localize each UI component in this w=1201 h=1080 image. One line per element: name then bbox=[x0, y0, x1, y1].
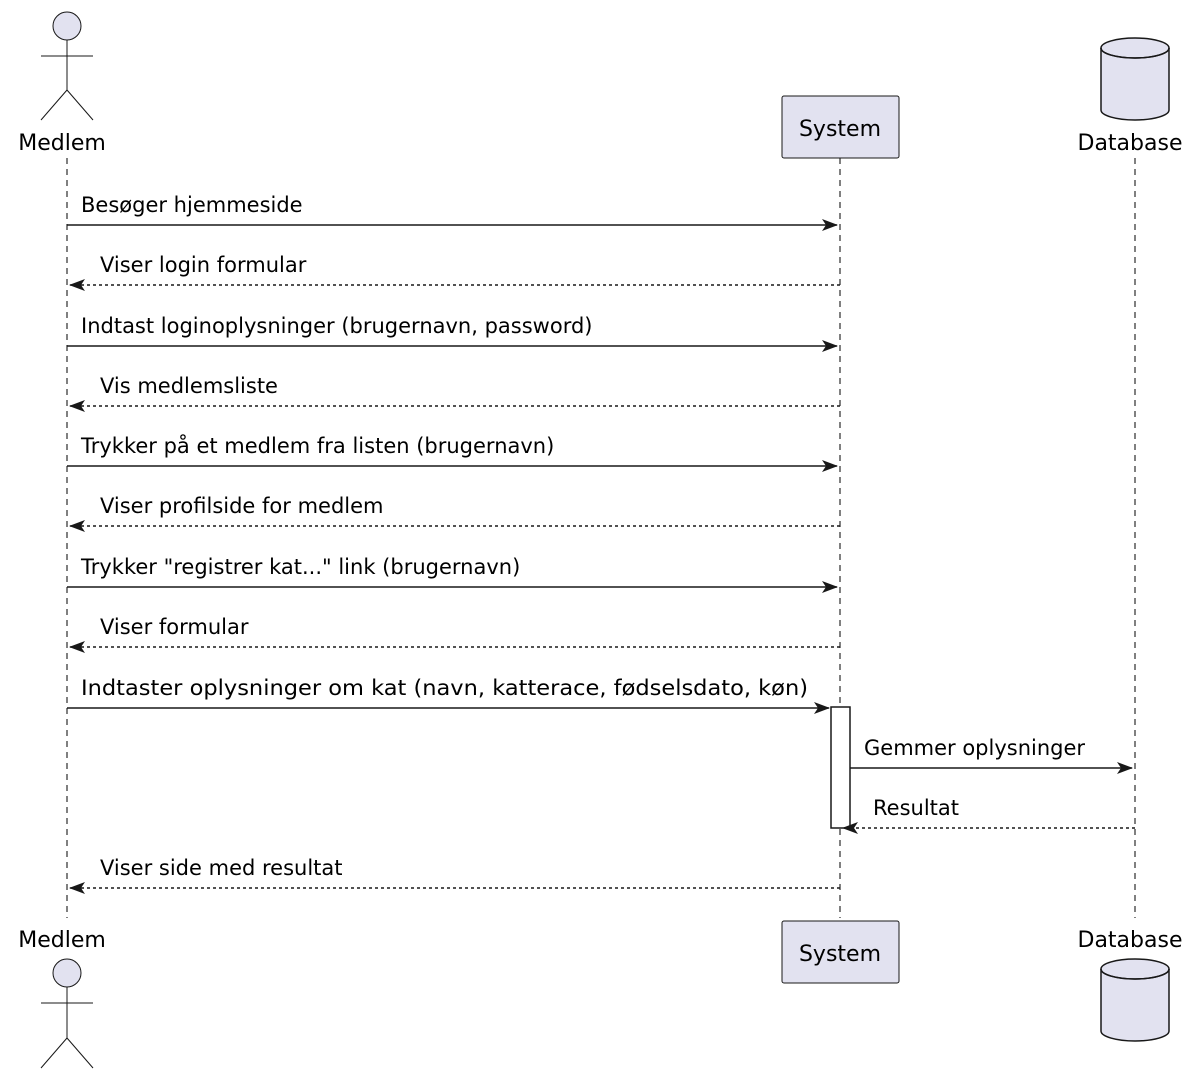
message-label: Indtast loginoplysninger (brugernavn, pa… bbox=[81, 314, 592, 338]
message-label: Besøger hjemmeside bbox=[81, 193, 303, 217]
participant-label-medlem: Medlem bbox=[18, 131, 106, 156]
participant-database-bottom: Database bbox=[1078, 928, 1183, 1042]
participant-system-bottom: System bbox=[781, 920, 900, 984]
message-label: Vis medlemsliste bbox=[100, 374, 278, 398]
participant-label-database: Database bbox=[1078, 928, 1183, 953]
message-12: Viser side med resultat bbox=[69, 856, 840, 894]
message-8: Viser formular bbox=[69, 615, 840, 653]
message-10: Gemmer oplysninger bbox=[850, 736, 1133, 774]
database-icon bbox=[1100, 958, 1170, 1042]
message-9: Indtaster oplysninger om kat (navn, katt… bbox=[67, 676, 830, 714]
message-5: Trykker på et medlem fra listen (brugern… bbox=[67, 433, 838, 472]
message-label: Viser login formular bbox=[100, 253, 307, 277]
actor-icon bbox=[40, 11, 94, 121]
message-label: Trykker "registrer kat..." link (brugern… bbox=[80, 555, 520, 579]
message-label: Gemmer oplysninger bbox=[864, 736, 1085, 760]
message-4: Vis medlemsliste bbox=[69, 374, 840, 412]
participant-label-system: System bbox=[799, 942, 881, 967]
actor-icon bbox=[40, 958, 94, 1069]
message-label: Viser formular bbox=[100, 615, 249, 639]
message-label: Viser profilside for medlem bbox=[100, 494, 384, 518]
participant-medlem-bottom: Medlem bbox=[18, 928, 106, 1069]
message-label: Viser side med resultat bbox=[100, 856, 343, 880]
message-3: Indtast loginoplysninger (brugernavn, pa… bbox=[67, 314, 838, 352]
message-11: Resultat bbox=[842, 796, 1135, 834]
participant-system-top: System bbox=[781, 95, 900, 159]
database-icon bbox=[1100, 37, 1170, 121]
participant-label-medlem: Medlem bbox=[18, 928, 106, 953]
message-label: Resultat bbox=[873, 796, 959, 820]
participant-label-system: System bbox=[799, 117, 881, 142]
participant-medlem-top: Medlem bbox=[18, 11, 106, 156]
participant-database-top: Database bbox=[1078, 37, 1183, 156]
activation-bar-system bbox=[830, 706, 851, 829]
participant-label-database: Database bbox=[1078, 131, 1183, 156]
message-7: Trykker "registrer kat..." link (brugern… bbox=[67, 555, 838, 593]
message-label: Indtaster oplysninger om kat (navn, katt… bbox=[81, 676, 808, 700]
message-label: Trykker på et medlem fra listen (brugern… bbox=[80, 433, 554, 458]
message-2: Viser login formular bbox=[69, 253, 840, 291]
message-6: Viser profilside for medlem bbox=[69, 494, 840, 532]
message-1: Besøger hjemmeside bbox=[67, 193, 838, 231]
